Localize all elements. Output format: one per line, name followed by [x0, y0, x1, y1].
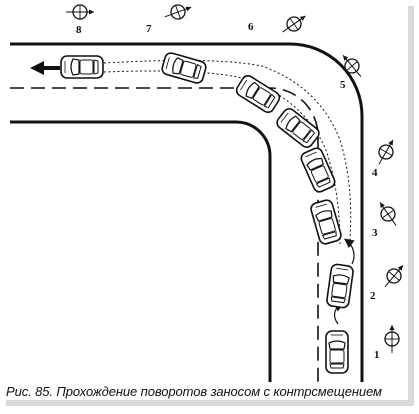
trajectory: [103, 59, 352, 245]
step-labels: 1 2 3 4 5 6 7 8: [76, 21, 380, 361]
steering-wheel-icon: [378, 139, 394, 165]
steering-wheel-icon: [66, 4, 94, 20]
car-top-view-icon: [235, 75, 281, 113]
step-label-6: 6: [248, 21, 254, 33]
frame-shadow-bottom: [6, 400, 414, 406]
car-top-view-icon: [325, 330, 349, 374]
steering-wheel-icon: [342, 54, 362, 78]
step-label-8: 8: [76, 24, 82, 36]
road-outer-edge: [10, 42, 364, 382]
cars: [60, 52, 354, 374]
step-label-2: 2: [370, 290, 376, 302]
steering-wheel-icon: [282, 15, 306, 33]
road-inner-edge: [10, 120, 272, 382]
steering-wheel-icon: [384, 325, 400, 353]
car-top-view-icon: [300, 147, 336, 193]
steering-wheel-icon: [379, 202, 397, 226]
motion-arrow-2: [344, 238, 355, 265]
frame-shadow-right: [408, 6, 414, 406]
direction-arrow: [30, 61, 60, 75]
figure-caption: Рис. 85. Прохождение поворотов заносом с…: [6, 384, 382, 399]
steering-wheels: [66, 4, 404, 353]
steering-wheel-icon: [164, 4, 192, 20]
car-top-view-icon: [326, 263, 354, 309]
step-label-3: 3: [372, 227, 378, 239]
step-label-7: 7: [146, 23, 152, 35]
car-top-view-icon: [161, 52, 207, 84]
road-centre-line: [10, 87, 319, 382]
step-label-5: 5: [340, 79, 346, 91]
car-top-view-icon: [60, 55, 104, 79]
steering-wheel-icon: [384, 264, 404, 288]
step-label-1: 1: [374, 349, 380, 361]
step-label-4: 4: [372, 167, 378, 179]
car-top-view-icon: [310, 199, 342, 245]
car-top-view-icon: [276, 108, 320, 148]
road: [10, 42, 364, 382]
